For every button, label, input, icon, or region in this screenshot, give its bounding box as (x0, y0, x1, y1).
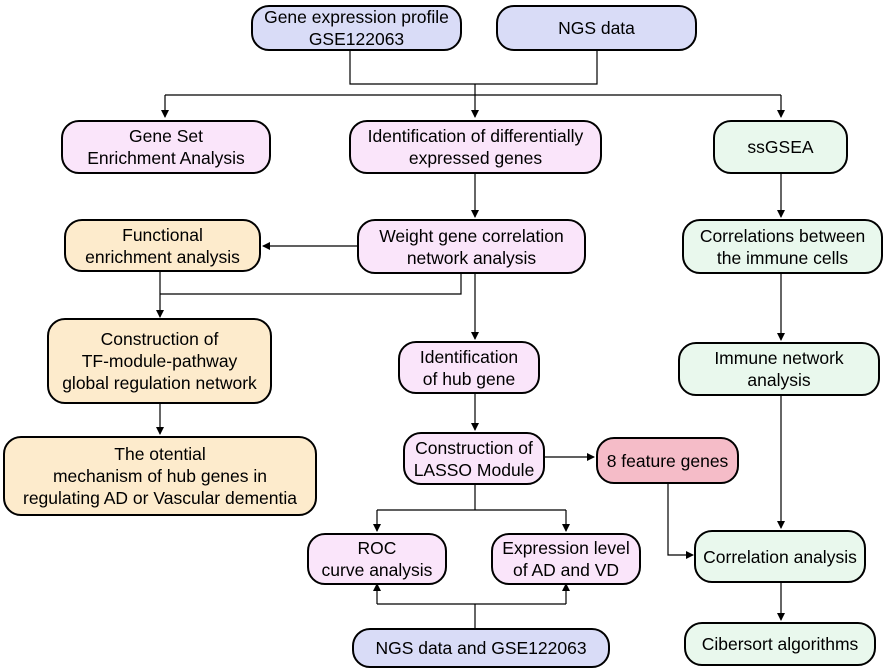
node-label-line: Identification (419, 346, 519, 367)
arrow-feature-to-corr (667, 484, 694, 559)
node-label-line: regulating AD or Vascular dementia (23, 488, 297, 508)
node-label-line: Construction of (100, 329, 219, 349)
node-label-line: NGS data (558, 18, 635, 38)
connector-gene-expr-merge (349, 50, 598, 85)
node-label-line: of hub gene (422, 368, 516, 389)
node-ssgsea: ssGSEA (713, 120, 848, 174)
node-ngs-data: NGS data (496, 5, 697, 51)
node-label-line: GSE122063 (308, 29, 405, 49)
node-feature-genes: 8 feature genes (596, 437, 739, 484)
node-label-line: Functional (122, 224, 203, 245)
connector-lasso-split (377, 484, 566, 511)
node-label-line: the immune cells (716, 247, 849, 268)
node-label-line: ssGSEA (747, 137, 814, 157)
node-label-line: Expression level (502, 538, 630, 558)
node-ngs-and-gse: NGS data and GSE122063 (352, 628, 610, 668)
node-label-line: expressed genes (408, 148, 543, 168)
node-label-line: Weight gene correlation (379, 225, 564, 246)
node-label-line: LASSO Module (413, 459, 535, 480)
node-label-line: ROC (357, 538, 397, 558)
node-label-line: TF-module-pathway (81, 351, 238, 371)
node-label-line: The otential (114, 444, 206, 464)
node-label-line: enrichment analysis (85, 246, 240, 267)
node-label-line: Correlations between (699, 225, 866, 246)
node-label-line: network analysis (406, 247, 537, 268)
node-label-line: Immune network (714, 348, 844, 368)
connector-wgcna-bracket (160, 272, 462, 295)
node-cibersort: Cibersort algorithms (684, 622, 876, 666)
node-label-line: Construction of (415, 437, 533, 458)
node-label-line: Identification of differentially (367, 126, 584, 146)
node-label-line: Correlation analysis (703, 546, 857, 567)
node-label-line: Cibersort algorithms (701, 634, 859, 654)
node-label-line: of AD and VD (512, 560, 620, 580)
node-label-line: NGS data and GSE122063 (375, 638, 587, 658)
node-label-line: Enrichment Analysis (87, 148, 245, 168)
connector-top-split (165, 84, 781, 96)
node-label-line: Gene expression profile (264, 7, 449, 27)
node-label-line: Gene Set (129, 126, 203, 146)
node-label-line: global regulation network (62, 373, 257, 393)
node-correlation-analysis: Correlation analysis (694, 530, 866, 583)
node-label-line: mechanism of hub genes in (52, 466, 268, 486)
connector-ngs-gse (377, 603, 566, 628)
node-label-line: 8 feature genes (606, 450, 729, 471)
node-label-line: curve analysis (321, 560, 433, 580)
node-label-line: analysis (747, 370, 811, 390)
